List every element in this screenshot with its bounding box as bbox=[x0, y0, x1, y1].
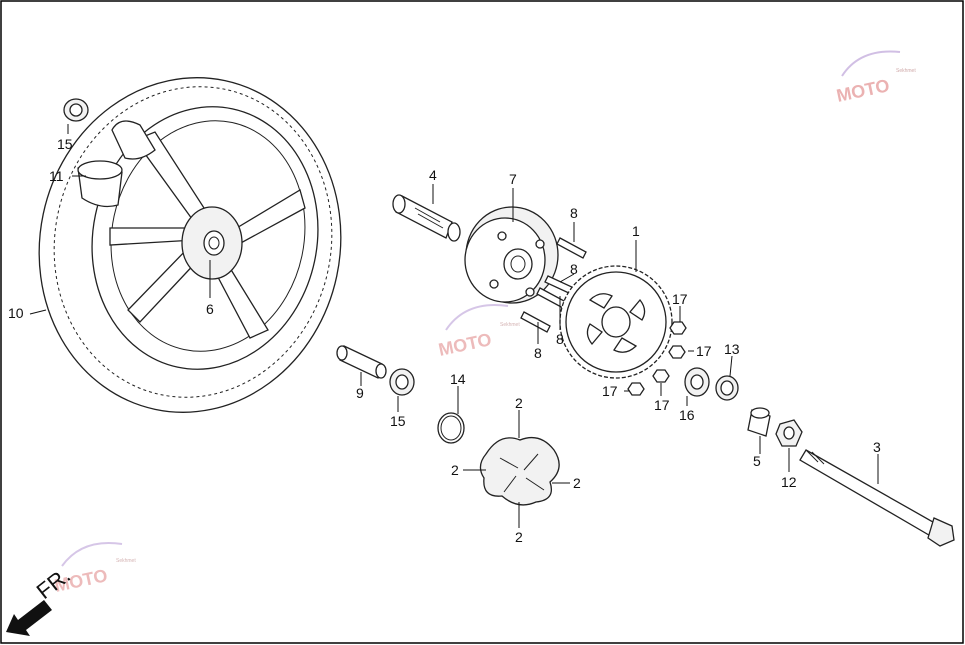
part-3-axle bbox=[799, 449, 955, 547]
part-5-collar bbox=[747, 407, 771, 437]
rear-wheel-assembly bbox=[38, 77, 342, 413]
rim-hub-bore bbox=[208, 236, 220, 250]
callout-8: 8 bbox=[534, 345, 542, 361]
callout-6: 6 bbox=[206, 301, 214, 317]
callout-3: 3 bbox=[873, 439, 881, 455]
part-13-oil-seal bbox=[715, 375, 739, 401]
callout-5: 5 bbox=[753, 453, 761, 469]
callout-8: 8 bbox=[570, 261, 578, 277]
leader-lines bbox=[29, 124, 879, 528]
callout-2: 2 bbox=[573, 475, 581, 491]
rim-hub-center bbox=[203, 230, 225, 256]
part-17-nuts bbox=[627, 321, 687, 396]
callout-15: 15 bbox=[390, 413, 406, 429]
watermark-text: MOTO bbox=[835, 75, 892, 106]
callout-1: 1 bbox=[632, 223, 640, 239]
callout-9: 9 bbox=[356, 385, 364, 401]
callout-14: 14 bbox=[450, 371, 466, 387]
callout-17: 17 bbox=[672, 291, 688, 307]
callout-17: 17 bbox=[602, 383, 618, 399]
rim-inner bbox=[110, 120, 306, 352]
watermark-subtext: Sekhmet bbox=[116, 558, 136, 564]
callout-16: 16 bbox=[679, 407, 695, 423]
watermark-top-right: MOTO Sekhmet bbox=[835, 50, 916, 106]
tire-tread bbox=[53, 86, 333, 398]
part-1-sprocket bbox=[559, 265, 673, 379]
callout-2: 2 bbox=[515, 395, 523, 411]
callout-17: 17 bbox=[654, 397, 670, 413]
callout-8: 8 bbox=[556, 331, 564, 347]
part-14-o-ring bbox=[437, 412, 465, 444]
watermark-subtext: Sekhmet bbox=[500, 322, 520, 328]
part-16-bearing bbox=[684, 367, 710, 397]
part-15-bearing-top bbox=[63, 98, 89, 122]
callout-12: 12 bbox=[781, 474, 797, 490]
tire-cutaway bbox=[111, 120, 156, 160]
part-15-bearing-middle bbox=[389, 368, 415, 396]
callout-13: 13 bbox=[724, 341, 740, 357]
part-9-spacer bbox=[336, 345, 387, 379]
callout-4: 4 bbox=[429, 167, 437, 183]
callout-17: 17 bbox=[696, 343, 712, 359]
callout-7: 7 bbox=[509, 171, 517, 187]
callout-15: 15 bbox=[57, 136, 73, 152]
watermark-text: MOTO bbox=[437, 329, 494, 360]
front-arrow-icon bbox=[6, 600, 52, 636]
callout-2: 2 bbox=[451, 462, 459, 478]
front-direction-indicator: FR. bbox=[6, 562, 75, 636]
part-7-sprocket-hub bbox=[464, 206, 559, 304]
part-2-damper-rubbers bbox=[479, 436, 560, 506]
watermark-center: MOTO Sekhmet bbox=[437, 304, 520, 360]
front-label: FR. bbox=[32, 562, 75, 604]
callout-2: 2 bbox=[515, 529, 523, 545]
part-8-studs bbox=[520, 237, 587, 333]
part-11-valve-sleeve bbox=[77, 160, 123, 208]
watermark-subtext: Sekhmet bbox=[896, 68, 916, 74]
callout-10: 10 bbox=[8, 305, 24, 321]
part-4-axle-sleeve bbox=[392, 194, 461, 242]
part-12-axle-nut bbox=[775, 419, 803, 447]
callout-11: 11 bbox=[49, 168, 64, 184]
callout-labels: 15 11 10 6 4 7 8 8 8 8 1 17 17 17 17 13 … bbox=[8, 136, 881, 545]
callout-8: 8 bbox=[570, 205, 578, 221]
